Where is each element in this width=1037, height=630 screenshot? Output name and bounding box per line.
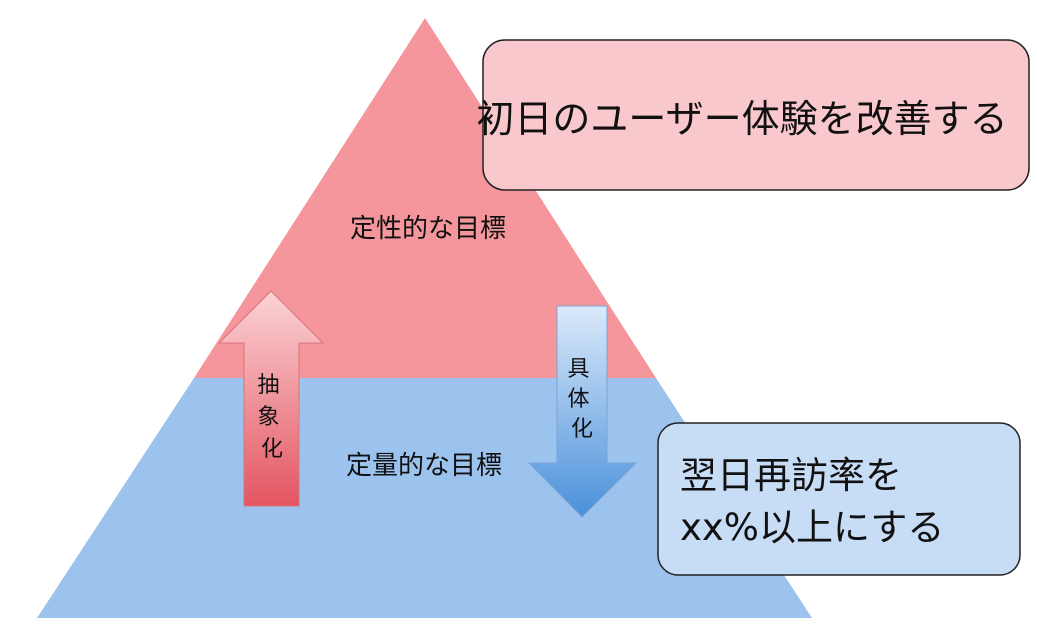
upper-section-label: 定性的な目標 (350, 214, 506, 244)
down-arrow-char: 具 (567, 357, 589, 382)
quantitative-goal-line1: 翌日再訪率を (680, 454, 902, 497)
down-arrow-char: 化 (571, 417, 593, 442)
down-arrow (527, 305, 638, 518)
lower-section-label: 定量的な目標 (346, 451, 502, 481)
quantitative-goal-text: 翌日再訪率を xx%以上にする (680, 454, 944, 549)
quantitative-goal-line2: xx%以上にする (680, 506, 944, 549)
qualitative-goal-box (482, 39, 1030, 191)
quantitative-goal-box (657, 422, 1021, 576)
up-arrow-char: 象 (257, 405, 279, 430)
up-arrow (217, 290, 325, 507)
down-arrow-char: 体 (567, 387, 589, 412)
pyramid-upper-section (194, 18, 656, 378)
down-arrow-label: 具 体 化 (567, 357, 596, 442)
up-arrow-label: 抽 象 化 (257, 373, 286, 462)
qualitative-goal-text: 初日のユーザー体験を改善する (476, 97, 1007, 141)
up-arrow-char: 抽 (257, 373, 279, 398)
pyramid-lower-section (37, 378, 812, 618)
up-arrow-char: 化 (261, 437, 283, 462)
